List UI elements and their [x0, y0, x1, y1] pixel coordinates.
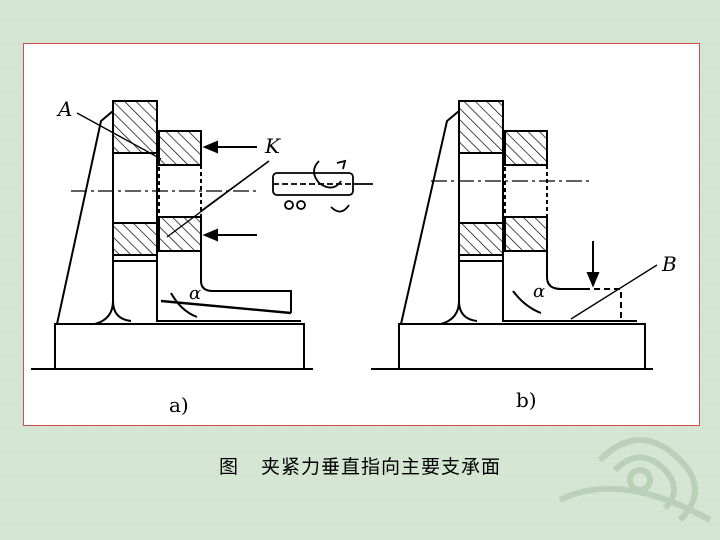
- label-alpha-b: α: [533, 281, 545, 302]
- workpiece-leg-a: [200, 251, 292, 313]
- clamp-arrowhead-upper-a: [202, 140, 218, 154]
- column-fillet-b: [458, 255, 478, 322]
- workpiece-bore-b: [504, 164, 548, 218]
- label-K: K: [264, 134, 281, 158]
- clamping-diagram: A K α α B a) b): [31, 97, 677, 417]
- workpiece-top-a: [158, 130, 202, 166]
- clamp-arrowhead-vertical-b: [586, 272, 600, 288]
- workpiece-bottom-a: [158, 216, 202, 252]
- leader-B: [570, 264, 658, 320]
- diagram-a: [31, 100, 373, 370]
- figure-caption: 图夹紧力垂直指向主要支承面: [0, 452, 720, 479]
- caption-figure-word: 图: [218, 456, 239, 478]
- column-fillet-a: [112, 255, 132, 322]
- column-hatch-bottom-a: [112, 222, 158, 256]
- leader-K-2: [166, 160, 270, 238]
- sublabel-b: b): [516, 388, 537, 412]
- fixture-body-a: [56, 108, 114, 325]
- contact-surface-a: [160, 299, 292, 315]
- column-foot-b: [502, 256, 637, 322]
- base-plate-b: [398, 323, 646, 370]
- rotating-tool-sketch: [272, 159, 373, 213]
- base-plate-a: [54, 323, 305, 370]
- angle-arc-a: [170, 292, 198, 318]
- leader-A: [76, 112, 162, 160]
- column-foot-a: [156, 256, 301, 322]
- caption-text: 夹紧力垂直指向主要支承面: [261, 456, 502, 478]
- ornament-decoration: [558, 437, 712, 523]
- label-A: A: [56, 97, 72, 121]
- diagram-b: [371, 100, 658, 370]
- clamp-arrowhead-lower-a: [202, 228, 218, 242]
- column-hatch-top-b: [458, 100, 504, 154]
- workpiece-leg-solid-b: [546, 251, 585, 290]
- fixture-body-b: [400, 108, 460, 325]
- workpiece-top-b: [504, 130, 548, 166]
- figure-panel: A K α α B a) b): [23, 43, 700, 426]
- angle-arc-b: [512, 290, 542, 314]
- column-hatch-bottom-b: [458, 222, 504, 256]
- sublabel-a: a): [169, 393, 189, 417]
- label-B: B: [661, 252, 677, 276]
- label-alpha-a: α: [189, 283, 201, 304]
- workpiece-bottom-b: [504, 216, 548, 252]
